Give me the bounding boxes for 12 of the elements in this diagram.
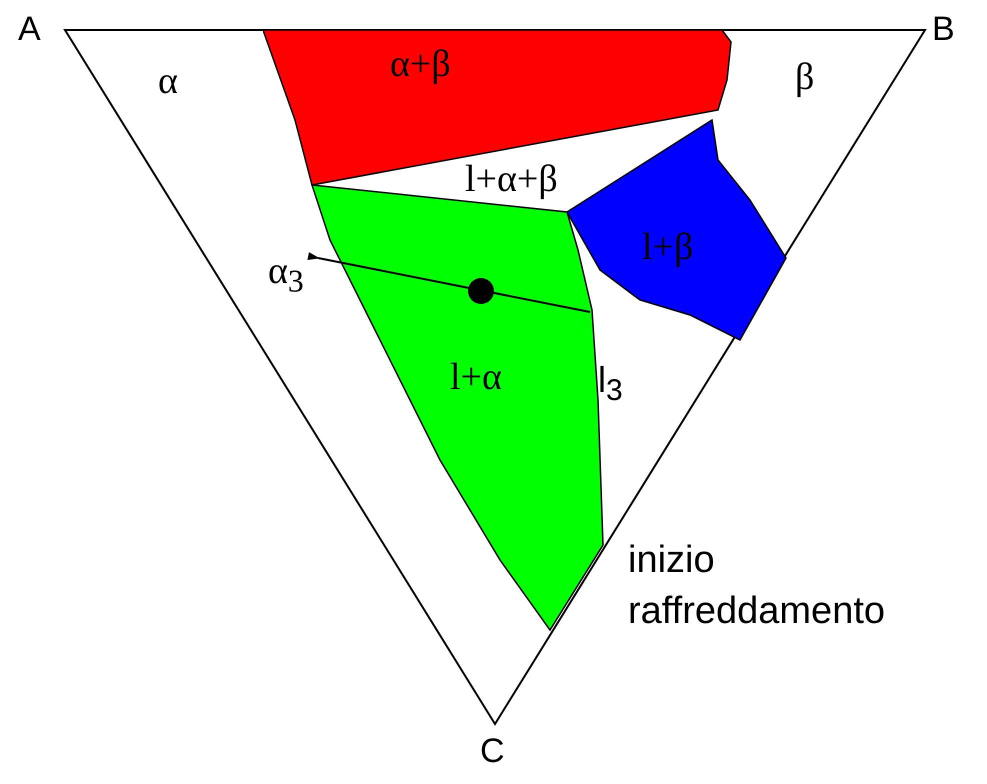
phase-label: l+α+β xyxy=(465,160,558,198)
vertex-label: C xyxy=(480,734,505,768)
phase-label: α+β xyxy=(390,45,451,83)
phase-label: β xyxy=(795,58,814,96)
vertex-label: A xyxy=(18,12,41,46)
phase-label: α xyxy=(158,62,178,100)
note-text: inizio raffreddamento xyxy=(628,538,886,634)
phase-label: α$_{3}$ xyxy=(268,252,304,298)
phase-label: l$_{3}$ xyxy=(598,362,623,406)
phase-label: l+β xyxy=(642,228,694,266)
phase-label: l+α xyxy=(450,358,502,396)
vertex-label: B xyxy=(932,12,955,46)
